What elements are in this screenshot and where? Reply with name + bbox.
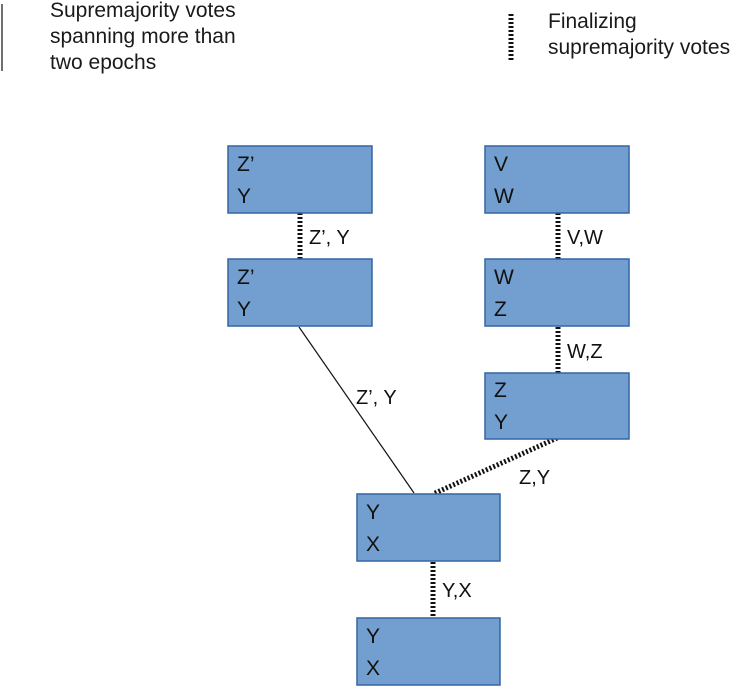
node-source-label: Y: [366, 501, 380, 524]
node-target-label: Y: [237, 298, 251, 321]
node-source-label: Y: [366, 625, 380, 648]
legend-dotted-line-label: Finalizing supremajority votes: [548, 10, 731, 59]
node-source-label: Z’: [237, 266, 255, 289]
node-source-label: Z’: [237, 153, 255, 176]
checkpoint-node: Z’ Y: [227, 258, 373, 327]
node-target-label: Y: [237, 185, 251, 208]
edge-label-v-w: V,W: [567, 227, 603, 249]
edge-label-y-x: Y,X: [442, 580, 472, 602]
edge-z-y-dotted: [431, 435, 559, 497]
checkpoint-node: W Z: [484, 258, 630, 327]
node-source-label: Z: [494, 379, 507, 402]
node-source-label: V: [494, 153, 508, 176]
edge-label-z-prime-y-dotted: Z’, Y: [309, 227, 350, 249]
checkpoint-node: Y X: [356, 493, 501, 562]
edge-label-z-y: Z,Y: [519, 467, 550, 489]
edge-label-w-z: W,Z: [567, 341, 603, 363]
checkpoint-node: Z’ Y: [227, 145, 373, 214]
legend-plain-line-label: Supremajority votes spanning more than t…: [50, 0, 236, 74]
node-source-label: W: [494, 266, 514, 289]
node-target-label: Y: [494, 411, 508, 434]
node-target-label: X: [366, 533, 380, 556]
edge-z-prime-y-plain: [298, 326, 415, 494]
checkpoint-node: Y X: [356, 617, 501, 686]
checkpoint-node: Z Y: [484, 372, 630, 440]
node-target-label: Z: [494, 298, 507, 321]
edge-label-z-prime-y-plain: Z’, Y: [356, 387, 397, 409]
node-target-label: X: [366, 657, 380, 680]
node-target-label: W: [494, 185, 514, 208]
checkpoint-node: V W: [484, 145, 630, 214]
